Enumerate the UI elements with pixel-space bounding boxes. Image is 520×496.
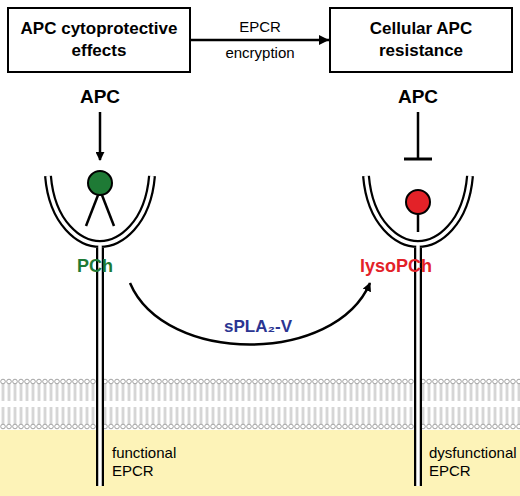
- diagram-label: APC: [60, 86, 140, 108]
- connector-arrow: [191, 39, 329, 42]
- diagram-label: lysoPCh: [351, 255, 441, 277]
- diagram-label: functional EPCR: [112, 444, 192, 480]
- receptor-outline: [366, 176, 470, 486]
- box-text: APC cytoprotective effects: [17, 18, 181, 62]
- membrane: [0, 378, 520, 430]
- lysopch-head: [406, 190, 430, 214]
- diagram-label: sPLA₂-V: [198, 316, 318, 338]
- inhibition-bar: [404, 158, 432, 161]
- receptor-core: [48, 176, 152, 486]
- conversion-arrow: [130, 283, 370, 345]
- diagram-label: dysfunctional EPCR: [429, 444, 520, 480]
- activation-arrow: [99, 112, 102, 160]
- process-box: APC cytoprotective effects: [7, 7, 191, 73]
- receptor-outline: [48, 176, 152, 486]
- diagram-label: PCh: [60, 255, 130, 277]
- edge-label: EPCR encryption: [212, 14, 308, 66]
- box-text: Cellular APC resistance: [339, 18, 503, 62]
- receptor-core: [366, 176, 470, 486]
- diagram-label: APC: [378, 86, 458, 108]
- process-box: Cellular APC resistance: [329, 7, 513, 73]
- pch-head: [88, 171, 112, 195]
- receptor-dysfunctional: [366, 176, 470, 486]
- receptor-functional: [48, 171, 152, 486]
- inhibition-line: [417, 112, 420, 158]
